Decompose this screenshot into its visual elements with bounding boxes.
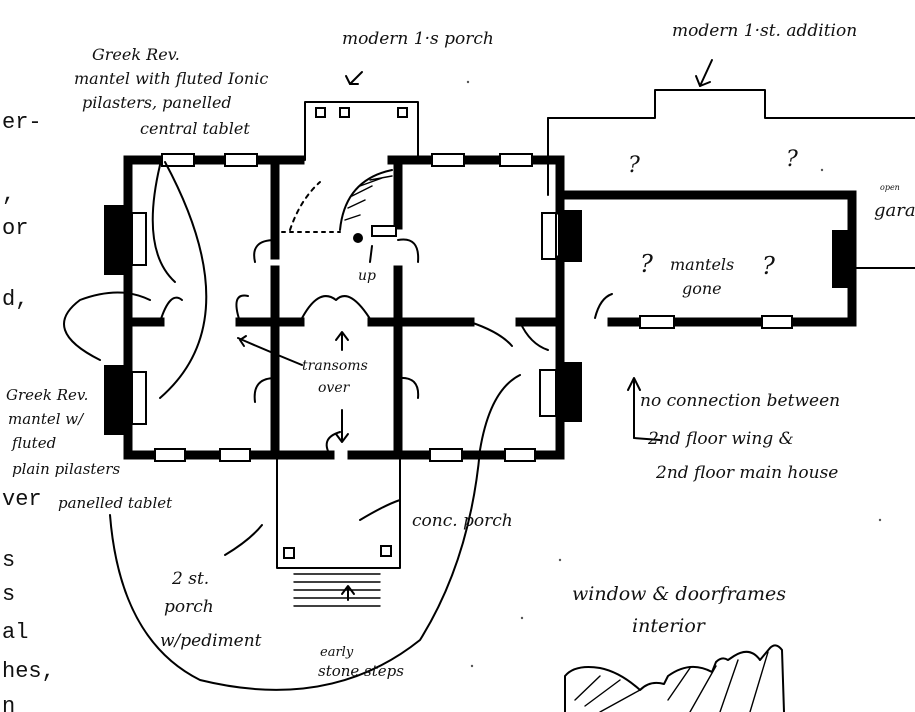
porch-post bbox=[283, 547, 295, 559]
margin-line-10: n bbox=[2, 694, 15, 712]
label-question-3: ? bbox=[640, 250, 653, 278]
margin-line-3: or bbox=[2, 216, 28, 241]
chimney-wing bbox=[832, 230, 850, 288]
label-modern-porch: modern 1·s porch bbox=[342, 29, 494, 49]
margin-line-8: al bbox=[2, 620, 28, 645]
porch-post bbox=[397, 107, 408, 118]
molding-profile-sketch bbox=[564, 644, 785, 712]
label-modern-addition: modern 1·st. addition bbox=[672, 21, 857, 41]
left-margin-text: er- , or d, ver s s al hes, n bbox=[2, 110, 55, 712]
leader-lines bbox=[63, 161, 661, 691]
window bbox=[154, 448, 186, 462]
window bbox=[429, 448, 463, 462]
label-greek-top-4: central tablet bbox=[140, 119, 250, 138]
up-label: up bbox=[358, 268, 376, 284]
label-no-connection-2: 2nd floor wing & bbox=[647, 429, 794, 449]
window bbox=[499, 153, 533, 167]
window bbox=[224, 153, 258, 167]
margin-line-9: hes, bbox=[2, 659, 55, 684]
east-wing bbox=[547, 59, 915, 329]
porch-post bbox=[380, 545, 392, 557]
main-house-walls bbox=[104, 155, 582, 460]
label-greek-top-2: mantel with fluted Ionic bbox=[74, 69, 268, 88]
margin-line-1: er- bbox=[2, 110, 42, 135]
annotations: modern 1·s porch modern 1·st. addition G… bbox=[6, 21, 915, 680]
chimney-sw bbox=[104, 365, 130, 435]
chimney-e bbox=[558, 362, 582, 422]
label-garage: garage bbox=[874, 200, 915, 221]
stone-steps bbox=[293, 573, 381, 607]
label-two-story-porch-3: w/pediment bbox=[160, 631, 262, 651]
stair-landing bbox=[371, 225, 397, 237]
label-greek-left-1: Greek Rev. bbox=[6, 386, 88, 404]
label-two-story-porch-1: 2 st. bbox=[171, 569, 209, 589]
mantel-ne bbox=[541, 212, 557, 260]
label-question-2: ? bbox=[786, 147, 798, 172]
label-greek-left-4: plain pilasters bbox=[12, 460, 120, 478]
window bbox=[219, 448, 251, 462]
porch-post bbox=[315, 107, 326, 118]
label-garage-small: open bbox=[880, 183, 900, 192]
label-frames-1: window & doorframes bbox=[572, 583, 786, 605]
label-no-connection-3: 2nd floor main house bbox=[655, 463, 838, 483]
porch-post bbox=[339, 107, 350, 118]
chimney-ne bbox=[558, 210, 582, 262]
top-porch bbox=[304, 71, 419, 161]
chimney-nw bbox=[104, 205, 130, 275]
window bbox=[761, 315, 793, 329]
label-transoms-2: over bbox=[318, 380, 351, 396]
label-frames-2: interior bbox=[632, 615, 707, 637]
scan-specks bbox=[466, 80, 882, 668]
label-question-4: ? bbox=[762, 252, 775, 280]
label-greek-top-1: Greek Rev. bbox=[92, 45, 180, 64]
margin-line-2: , bbox=[2, 182, 15, 207]
margin-line-5: ver bbox=[2, 487, 42, 512]
label-greek-left-2: mantel w/ bbox=[8, 410, 85, 428]
label-two-story-porch-2: porch bbox=[164, 597, 214, 617]
window bbox=[639, 315, 675, 329]
mantel-e bbox=[539, 369, 557, 417]
label-mantels-gone-2: gone bbox=[682, 279, 722, 298]
mantel-nw bbox=[131, 212, 147, 266]
label-greek-left-3: fluted bbox=[11, 434, 56, 452]
window bbox=[504, 448, 536, 462]
front-porch bbox=[276, 454, 401, 607]
label-greek-top-3: pilasters, panelled bbox=[82, 93, 232, 112]
door-swings bbox=[159, 238, 613, 456]
margin-line-6: s bbox=[2, 548, 15, 573]
label-conc-porch: conc. porch bbox=[412, 511, 513, 531]
label-no-connection-1: no connection between bbox=[640, 391, 840, 411]
label-mantels-gone-1: mantels bbox=[670, 255, 734, 274]
newel-post bbox=[353, 233, 363, 243]
main-house-windows bbox=[154, 153, 536, 462]
window bbox=[161, 153, 195, 167]
mantel-sw bbox=[131, 371, 147, 425]
margin-line-7: s bbox=[2, 582, 15, 607]
margin-line-4: d, bbox=[2, 287, 28, 312]
label-greek-left-5: panelled tablet bbox=[58, 494, 173, 512]
window bbox=[431, 153, 465, 167]
label-transoms-1: transoms bbox=[302, 358, 368, 374]
label-question-1: ? bbox=[628, 153, 640, 178]
label-steps-1: early bbox=[320, 645, 354, 660]
staircase: up bbox=[281, 169, 397, 284]
label-steps-2: stone steps bbox=[318, 662, 404, 680]
